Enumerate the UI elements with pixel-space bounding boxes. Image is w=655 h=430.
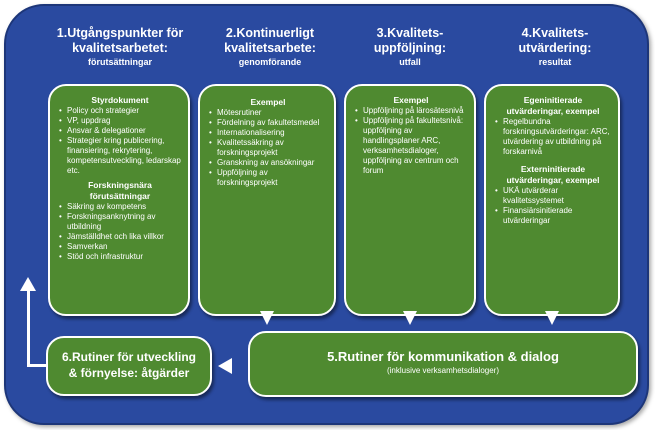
stage4-heading-line2: utvärdering:: [518, 41, 592, 55]
stage4-group1-title: Egeninitierade utvärderingar, exempel: [494, 95, 612, 117]
arrow-down-icon: [403, 311, 417, 325]
stage2-list: Mötesrutiner Fördelning av fakultetsmede…: [208, 108, 328, 188]
list-item: Internationalisering: [208, 128, 328, 138]
stage3-heading-line1: 3.Kvalitets-: [376, 26, 444, 40]
stage1-group1-list: Policy och strategier VP, uppdrag Ansvar…: [58, 106, 182, 176]
list-item: Forskningsanknytning av utbildning: [58, 212, 182, 232]
stage1-heading-line2: kvalitetsarbetet:: [72, 41, 168, 55]
stage6-title-line2: & förnyelse: åtgärder: [68, 366, 190, 380]
list-item: Uppföljning på fakultetsnivå: uppföljnin…: [354, 116, 468, 176]
list-item: Uppföljning på lärosätesnivå: [354, 106, 468, 116]
stage2-heading-line2: kvalitetsarbete:: [224, 41, 316, 55]
stage1-box: Styrdokument Policy och strategier VP, u…: [48, 84, 190, 316]
stage3-box: Exempel Uppföljning på lärosätesnivå Upp…: [344, 84, 476, 316]
list-item: Jämställdhet och lika villkor: [58, 232, 182, 242]
list-item: Finansiärsinitierade utvärderingar: [494, 206, 612, 226]
list-item: Säkring av kompetens: [58, 202, 182, 212]
stage3-heading: 3.Kvalitets- uppföljning: utfall: [350, 26, 470, 68]
stage4-group2-list: UKÄ utvärderar kvalitetssystemet Finansi…: [494, 186, 612, 226]
stage4-heading-line1: 4.Kvalitets-: [521, 26, 589, 40]
stage2-heading: 2.Kontinuerligt kvalitetsarbete: genomfö…: [195, 26, 345, 68]
stage2-heading-line1: 2.Kontinuerligt: [225, 26, 315, 40]
stage3-list: Uppföljning på lärosätesnivå Uppföljning…: [354, 106, 468, 176]
arrow-up-icon: [20, 277, 36, 291]
list-item: Ansvar & delegationer: [58, 126, 182, 136]
feedback-line-vertical: [27, 290, 30, 367]
stage6-title: 6.Rutiner för utveckling & förnyelse: åt…: [48, 349, 210, 381]
list-item: Regelbundna forskningsutvärderingar: ARC…: [494, 117, 612, 157]
arrow-down-icon: [260, 311, 274, 325]
list-item: Stöd och infrastruktur: [58, 252, 182, 262]
list-item: Granskning av ansökningar: [208, 158, 328, 168]
feedback-line-horizontal: [27, 364, 47, 367]
stage5-subtitle: (inklusive verksamhetsdialoger): [386, 366, 500, 375]
stage4-subheading: resultat: [538, 57, 572, 67]
arrow-down-icon: [545, 311, 559, 325]
stage4-group2-title-line2: utvärderingar, exempel: [506, 175, 600, 185]
stage4-group2-title-line1: Externinitierade: [520, 164, 586, 174]
stage1-heading: 1.Utgångspunkter för kvalitetsarbetet: f…: [40, 26, 200, 68]
stage3-box-title: Exempel: [393, 95, 429, 105]
arrow-left-icon: [218, 358, 232, 374]
stage4-group2-title: Externinitierade utvärderingar, exempel: [494, 164, 612, 186]
stage1-heading-line1: 1.Utgångspunkter för: [56, 26, 184, 40]
stage6-box: 6.Rutiner för utveckling & förnyelse: åt…: [46, 336, 212, 396]
stage4-group1-list: Regelbundna forskningsutvärderingar: ARC…: [494, 117, 612, 157]
stage3-heading-line2: uppföljning:: [373, 41, 447, 55]
stage3-subheading: utfall: [399, 57, 421, 67]
list-item: UKÄ utvärderar kvalitetssystemet: [494, 186, 612, 206]
list-item: VP, uppdrag: [58, 116, 182, 126]
list-item: Fördelning av fakultetsmedel: [208, 118, 328, 128]
stage4-heading: 4.Kvalitets- utvärdering: resultat: [490, 26, 620, 68]
list-item: Samverkan: [58, 242, 182, 252]
stage1-subheading: förutsättningar: [88, 57, 152, 67]
stage4-group1-title-line1: Egeninitierade: [523, 95, 583, 105]
list-item: Kvalitetssäkring av forskningsprojekt: [208, 138, 328, 158]
stage6-title-line1: 6.Rutiner för utveckling: [61, 350, 197, 364]
list-item: Mötesrutiner: [208, 108, 328, 118]
list-item: Strategier kring publicering, finansieri…: [58, 136, 182, 176]
list-item: Policy och strategier: [58, 106, 182, 116]
stage1-group1-title: Styrdokument: [91, 95, 149, 105]
stage2-subheading: genomförande: [238, 57, 302, 67]
list-item: Uppföljning av forskningsprojekt: [208, 168, 328, 188]
stage4-group1-title-line2: utvärderingar, exempel: [506, 106, 600, 116]
stage5-title: 5.Rutiner för kommunikation & dialog: [327, 349, 559, 364]
stage4-box: Egeninitierade utvärderingar, exempel Re…: [484, 84, 620, 316]
stage5-box: 5.Rutiner för kommunikation & dialog (in…: [248, 331, 638, 397]
stage2-box: Exempel Mötesrutiner Fördelning av fakul…: [198, 84, 336, 316]
stage2-box-title: Exempel: [250, 97, 286, 107]
stage1-group2-list: Säkring av kompetens Forskningsanknytnin…: [58, 202, 182, 262]
stage1-group2-title: Forskningsnära förutsättningar: [88, 180, 152, 201]
